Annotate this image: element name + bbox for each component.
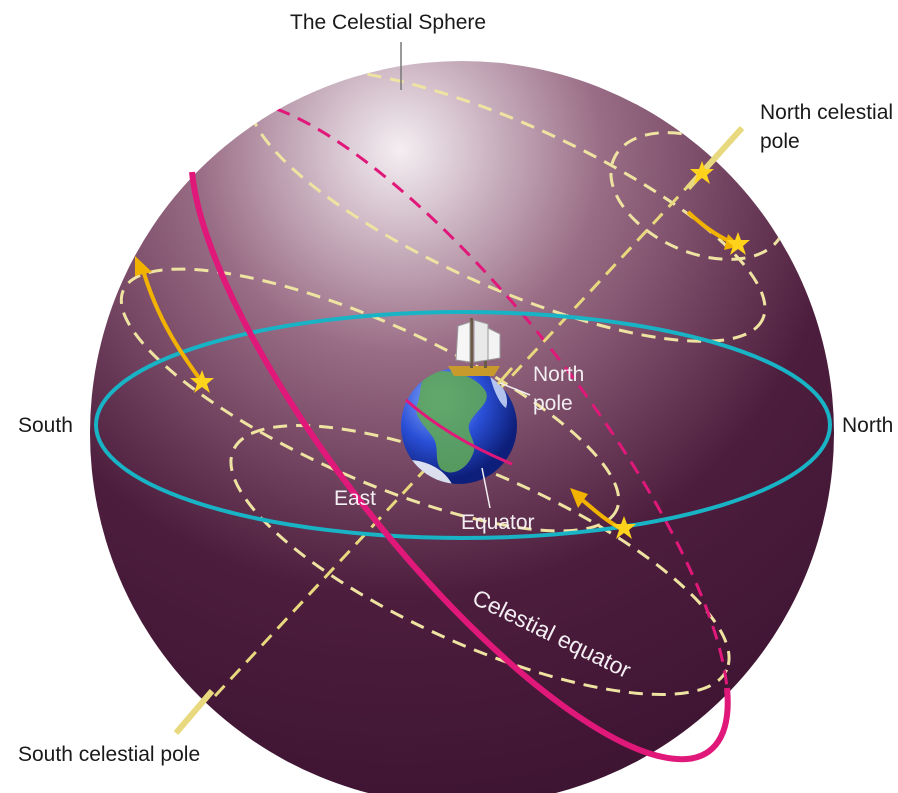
horizon-circle <box>94 310 832 540</box>
stars <box>190 161 750 539</box>
east-label: East <box>334 487 377 510</box>
earth-globe-icon <box>401 367 517 484</box>
north-pole-line2: pole <box>533 392 573 415</box>
left-star-path <box>119 267 621 533</box>
north-celestial-pole-line2: pole <box>760 130 800 153</box>
star-icon <box>190 370 214 393</box>
left-star-arrow <box>141 269 204 384</box>
sailing-ship-icon <box>448 318 501 376</box>
north-celestial-pole-line1: North celestial <box>760 101 894 124</box>
north-label: North <box>842 414 894 437</box>
celestial-pole-axis <box>213 128 742 698</box>
north-celestial-pole-label: North celestial pole <box>760 98 898 156</box>
north-pole-leader-line <box>499 382 531 396</box>
equator-label: Equator <box>461 511 535 534</box>
left-arrowhead <box>135 256 152 276</box>
lower-right-arrowhead <box>570 488 588 508</box>
north-pole-line1: North <box>533 363 585 386</box>
equator-leader-line <box>481 467 491 509</box>
celestial-equator-front <box>189 171 731 763</box>
star-icon <box>690 161 714 184</box>
star-icon <box>612 516 636 539</box>
south-label: South <box>18 414 73 437</box>
south-celestial-pole-axis <box>173 689 215 735</box>
north-pole-label: North pole <box>533 360 584 418</box>
lower-star-path <box>229 424 731 696</box>
star-icon <box>726 232 750 255</box>
south-celestial-pole-label: South celestial pole <box>18 743 201 766</box>
diagram-title: The Celestial Sphere <box>290 11 487 34</box>
